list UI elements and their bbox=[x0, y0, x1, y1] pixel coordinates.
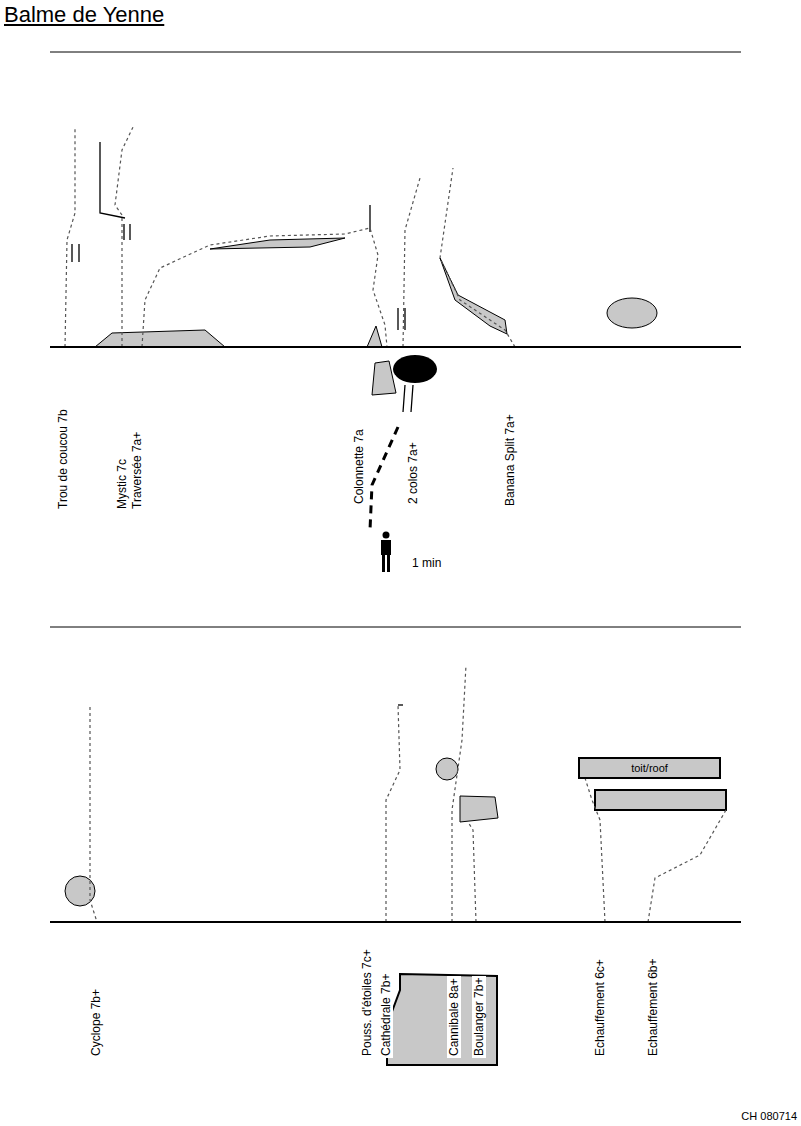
route-line bbox=[452, 665, 466, 922]
approach-marker bbox=[403, 385, 413, 412]
walker-icon bbox=[381, 532, 391, 573]
rock-slab bbox=[210, 238, 345, 249]
rock-oval bbox=[607, 298, 657, 328]
note-label: 1 min bbox=[412, 556, 441, 570]
crack-line bbox=[369, 205, 370, 232]
route-label: 2 colos 7a+ bbox=[406, 440, 420, 506]
black-boulder bbox=[393, 355, 437, 383]
route-line bbox=[585, 778, 605, 922]
boulder bbox=[372, 361, 396, 395]
route-label: Echauffement 6c+ bbox=[593, 957, 607, 1058]
frame-line bbox=[50, 52, 741, 53]
route-line bbox=[65, 128, 75, 347]
route-line bbox=[115, 125, 134, 347]
frame-line bbox=[50, 627, 741, 628]
route-label: Pouss. d'étoiles 7c+ bbox=[360, 947, 374, 1058]
route-line bbox=[468, 822, 476, 922]
route-label: Banana Split 7a+ bbox=[503, 412, 517, 508]
route-label: Colonnette 7a bbox=[352, 427, 366, 506]
route-line bbox=[648, 810, 726, 922]
route-label: Cathédrale 7b+ bbox=[379, 972, 393, 1058]
crack-line bbox=[100, 142, 125, 218]
roof-label: toit/roof bbox=[631, 762, 668, 774]
route-line bbox=[90, 707, 97, 922]
page-title: Balme de Yenne bbox=[4, 2, 164, 28]
route-line bbox=[440, 168, 515, 347]
route-label: Cyclope 7b+ bbox=[89, 987, 103, 1058]
roof-band: toit/roof bbox=[578, 757, 721, 779]
ground-line bbox=[50, 921, 741, 923]
bolt-marks bbox=[72, 244, 79, 262]
ground-line bbox=[50, 346, 741, 348]
route-label: Echauffement 6b+ bbox=[646, 956, 660, 1058]
route-label: Traversée 7a+ bbox=[130, 430, 144, 511]
route-label: Cannibale 8a+ bbox=[447, 976, 461, 1058]
boulder-block bbox=[387, 974, 497, 1065]
bolt-marks bbox=[398, 308, 405, 330]
route-label: Trou de coucou 7b bbox=[56, 407, 70, 511]
banana-slab bbox=[440, 258, 507, 334]
note-label: CH 080714 bbox=[741, 1110, 797, 1123]
bolt-marks bbox=[124, 224, 130, 240]
crack-line bbox=[398, 704, 403, 705]
rock-bulge bbox=[436, 758, 458, 780]
route-label: Mystic 7c bbox=[115, 457, 129, 511]
rock-base bbox=[95, 330, 225, 347]
rock-flake bbox=[460, 796, 498, 822]
route-line bbox=[403, 178, 420, 347]
route-label: Boulanger 7b+ bbox=[472, 976, 486, 1058]
route-line bbox=[386, 705, 400, 922]
rock-spike bbox=[367, 326, 382, 347]
approach-path bbox=[370, 427, 398, 530]
route-line bbox=[142, 228, 387, 347]
roof-lower bbox=[595, 790, 726, 810]
